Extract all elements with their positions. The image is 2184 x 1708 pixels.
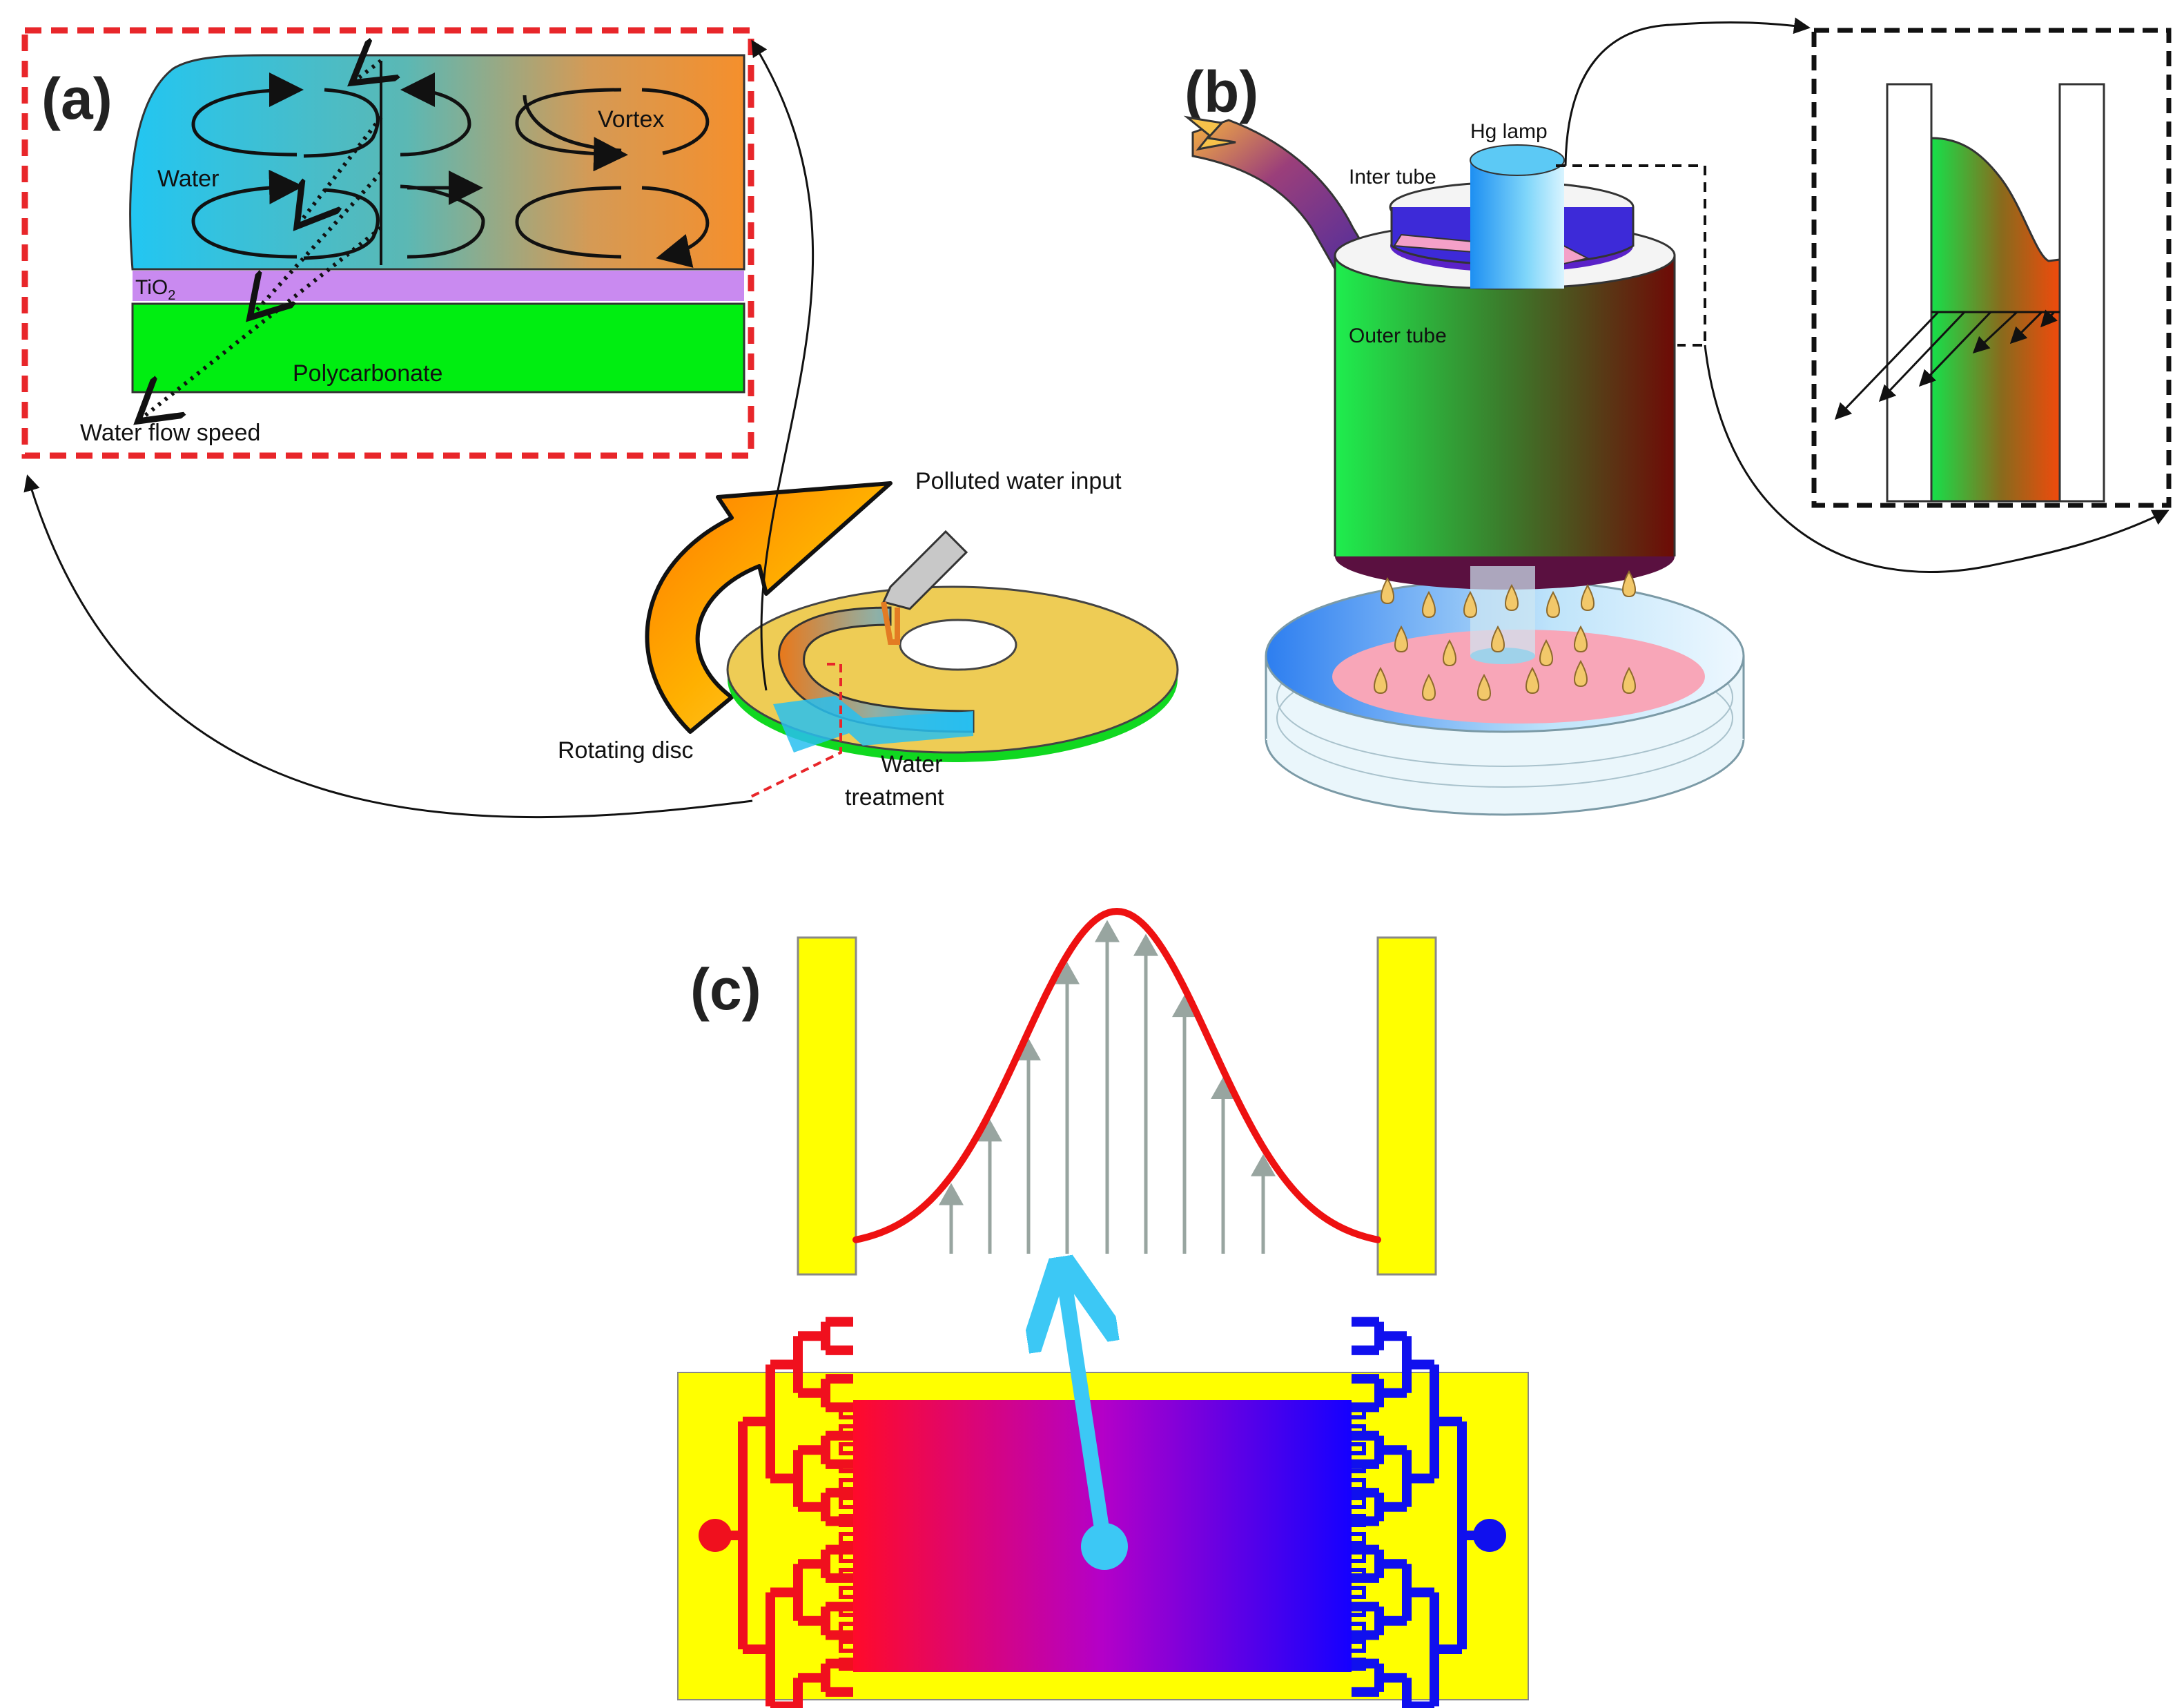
inlet-port xyxy=(699,1519,732,1552)
droplet xyxy=(1491,625,1505,653)
callout-curve-a1 xyxy=(23,474,753,819)
tio2-label: TiO2 xyxy=(135,276,175,303)
velocity-arrow-head xyxy=(1095,920,1120,942)
zoom-dash-b xyxy=(1556,164,1706,347)
inset-wall-left xyxy=(1886,83,1933,503)
panel-a-label: (a) xyxy=(41,66,113,131)
inter-tube-label: Inter tube xyxy=(1349,166,1436,188)
rotation-arrow xyxy=(645,481,893,734)
velocity-arrow-head xyxy=(1055,962,1080,984)
droplet xyxy=(1422,673,1436,701)
rotating-disc-label: Rotating disc xyxy=(558,737,694,764)
droplet xyxy=(1381,576,1394,605)
pointer-dot xyxy=(1081,1523,1128,1570)
velocity-arrow-head xyxy=(1251,1154,1276,1176)
polluted-input-label: Polluted water input xyxy=(915,468,1122,494)
manifold-teeth xyxy=(1352,1406,1366,1671)
channel-wall-right xyxy=(1376,936,1437,1276)
callout-curve-b1 xyxy=(1564,17,1811,166)
panel-a: (a) Water Vortex TiO2 Polycarbonate xyxy=(21,27,1179,819)
rotating-disc xyxy=(726,585,1179,762)
droplet xyxy=(1477,673,1491,701)
droplet xyxy=(1505,583,1519,612)
parabolic-profile xyxy=(852,907,1381,1243)
inset-film xyxy=(1930,137,2061,503)
droplet xyxy=(1546,590,1560,619)
droplet xyxy=(1581,583,1595,612)
droplet xyxy=(1525,666,1539,695)
polycarbonate-layer xyxy=(131,302,745,394)
callout-curve-b2 xyxy=(1704,344,2170,573)
droplet xyxy=(1622,666,1636,695)
inlet-flame xyxy=(1183,115,1236,151)
velocity-arrow-head xyxy=(1133,933,1158,956)
droplet xyxy=(1463,590,1477,619)
panel-b: (b) xyxy=(1183,17,2172,816)
vortex-label: Vortex xyxy=(598,106,664,133)
callout-curve-a2 xyxy=(751,39,815,691)
hg-lamp xyxy=(1470,144,1565,664)
velocity-arrow-head xyxy=(977,1119,1002,1142)
water-label: Water xyxy=(157,166,219,192)
velocity-arrow-head xyxy=(1211,1077,1236,1100)
droplet xyxy=(1574,625,1588,653)
panel-c-label: (c) xyxy=(690,957,761,1022)
hg-lamp-label: Hg lamp xyxy=(1470,120,1548,143)
pointer-shaft xyxy=(1063,1272,1104,1554)
velocity-arrow-head xyxy=(939,1183,964,1205)
inset-wall-right xyxy=(2058,83,2105,503)
inlet-pipe xyxy=(881,530,968,645)
water-treatment-label-1: Water xyxy=(881,751,942,777)
velocity-vectors xyxy=(138,61,381,421)
velocity-arrows xyxy=(939,920,1276,1254)
channel-wall-left xyxy=(797,936,857,1276)
water-region xyxy=(129,54,745,271)
water-treatment-label-2: treatment xyxy=(845,784,944,811)
velocity-arrow-head xyxy=(1016,1038,1041,1060)
outlet-port xyxy=(1473,1519,1506,1552)
droplet xyxy=(1574,659,1588,688)
polycarbonate-label: Polycarbonate xyxy=(293,360,442,387)
panel-b-label: (b) xyxy=(1184,59,1258,124)
inlet-manifold xyxy=(715,1317,853,1708)
inset-frame-b xyxy=(1811,28,2172,508)
vortex-loops xyxy=(191,72,710,268)
droplet xyxy=(1443,639,1456,667)
manifold-teeth xyxy=(839,1406,853,1671)
tio2-layer xyxy=(133,271,744,301)
droplet xyxy=(1622,570,1636,598)
inset-profile-vectors xyxy=(1834,309,2058,420)
droplet xyxy=(1539,639,1553,667)
droplet xyxy=(1374,666,1387,695)
flow-speed-label: Water flow speed xyxy=(80,420,260,446)
droplets xyxy=(1374,570,1636,701)
outer-tube-label: Outer tube xyxy=(1349,324,1447,347)
droplet xyxy=(1422,590,1436,619)
zoom-dash-a xyxy=(750,663,842,798)
velocity-arrow-head xyxy=(1172,995,1197,1018)
panel-c: (c) xyxy=(677,907,1529,1708)
droplet xyxy=(1394,625,1408,653)
